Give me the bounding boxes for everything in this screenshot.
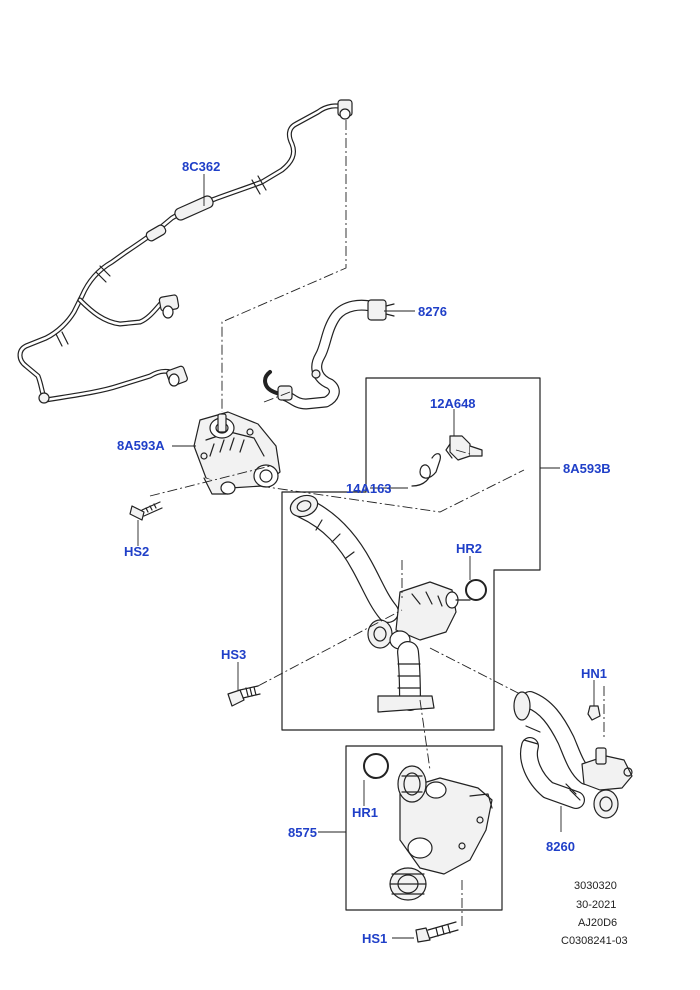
center-lines <box>149 120 605 926</box>
callout-HR2[interactable]: HR2 <box>456 541 483 556</box>
info-line-2: 30-2021 <box>576 899 617 911</box>
info-line-3: AJ20D6 <box>578 917 618 929</box>
frame-8A593B <box>281 377 541 731</box>
callout-HR1[interactable]: HR1 <box>352 805 379 820</box>
nut-hn1[interactable] <box>587 705 601 721</box>
callout-HS1[interactable]: HS1 <box>362 931 388 946</box>
leader-lines <box>137 174 595 939</box>
temperature-sensor-12A648[interactable] <box>445 435 483 461</box>
callout-14A163[interactable]: 14A163 <box>346 481 392 496</box>
coolant-hose-8276[interactable] <box>263 299 395 410</box>
thermostat-housing-8575[interactable] <box>389 765 493 901</box>
frame-8575 <box>345 745 503 911</box>
o-ring-hr1[interactable] <box>363 753 389 779</box>
callout-8A593A[interactable]: 8A593A <box>117 438 165 453</box>
screw-hs3[interactable] <box>227 685 261 707</box>
callout-8260[interactable]: 8260 <box>546 839 575 854</box>
callout-HS3[interactable]: HS3 <box>221 647 247 662</box>
callout-HN1[interactable]: HN1 <box>581 666 608 681</box>
screw-hs1[interactable] <box>415 921 459 943</box>
o-ring-hr2[interactable] <box>465 579 487 601</box>
info-line-1: 3030320 <box>574 880 617 892</box>
screw-hs2[interactable] <box>129 501 163 521</box>
callout-HS2[interactable]: HS2 <box>124 544 150 559</box>
callout-8A593B[interactable]: 8A593B <box>563 461 611 476</box>
vent-hose-assembly[interactable] <box>17 99 353 404</box>
info-line-4: C0308241-03 <box>561 935 628 947</box>
callout-12A648[interactable]: 12A648 <box>430 396 476 411</box>
callout-8C362[interactable]: 8C362 <box>182 159 221 174</box>
coolant-elbow-8A593B[interactable] <box>287 492 471 713</box>
coolant-pipe-8260[interactable] <box>513 691 633 819</box>
callout-8575[interactable]: 8575 <box>288 825 317 840</box>
retaining-clip-14A163[interactable] <box>411 453 441 487</box>
callout-8276[interactable]: 8276 <box>418 304 447 319</box>
